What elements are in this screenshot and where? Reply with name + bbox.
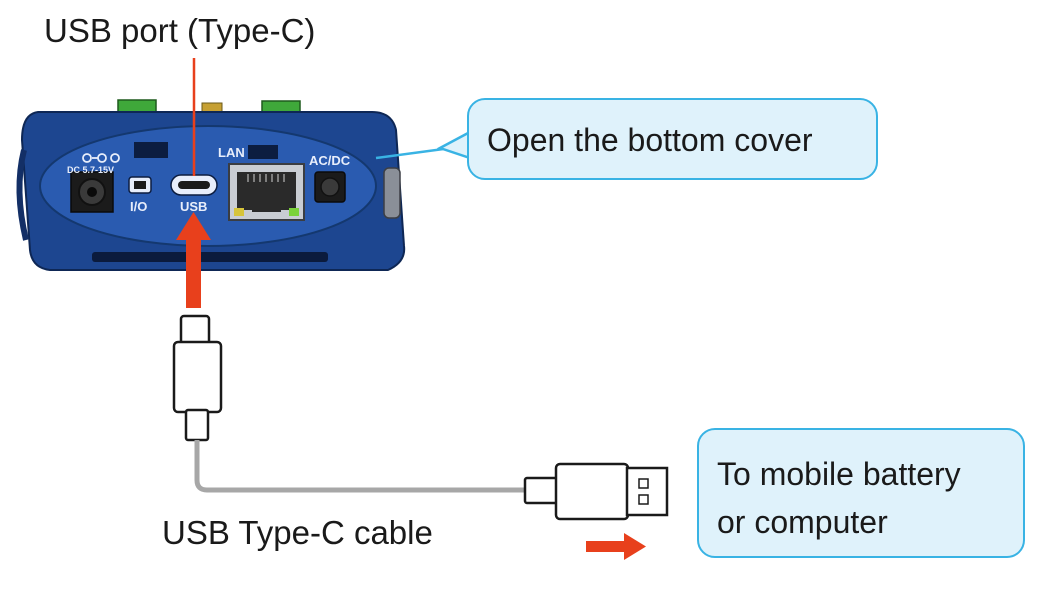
usb-port-device-label: USB: [180, 199, 208, 214]
to-battery-line1: To mobile battery: [717, 456, 961, 492]
dc-label: DC 5.7-15V: [67, 165, 115, 175]
open-cover-callout: Open the bottom cover: [467, 98, 878, 180]
io-label: I/O: [130, 199, 148, 214]
open-cover-text: Open the bottom cover: [487, 122, 813, 158]
usb-port-label: USB port (Type-C): [44, 12, 316, 49]
device-body: [16, 111, 406, 271]
direction-arrow-right: [586, 533, 646, 560]
insert-arrow-up: [176, 212, 211, 308]
lan-label: LAN: [218, 145, 245, 160]
to-battery-callout: To mobile battery or computer: [697, 428, 1025, 558]
usb-c-plug: [172, 314, 223, 442]
acdc-label: AC/DC: [309, 153, 351, 168]
callout-tail: [436, 129, 472, 160]
usb-a-plug: [523, 462, 669, 521]
cable-label: USB Type-C cable: [162, 514, 433, 551]
cable: [194, 440, 526, 493]
to-battery-line2: or computer: [717, 504, 888, 540]
